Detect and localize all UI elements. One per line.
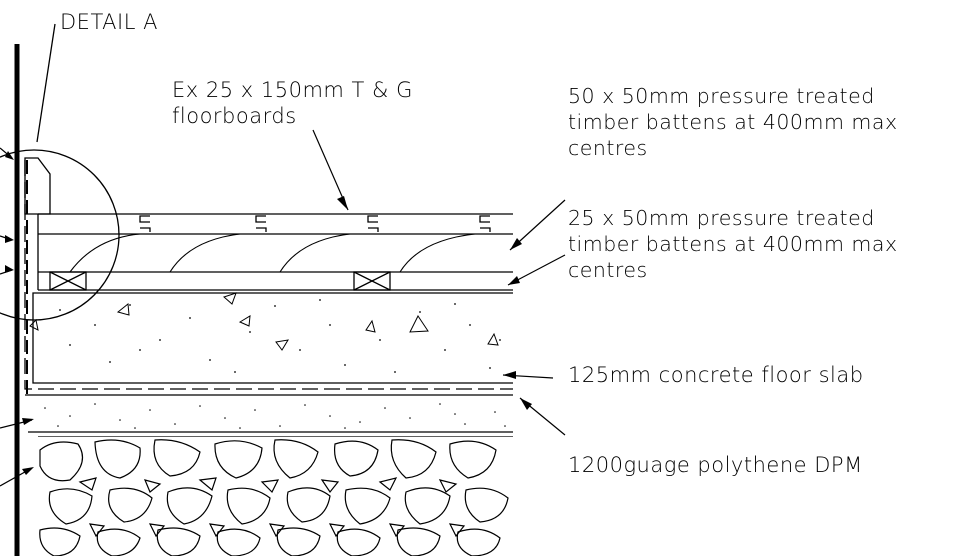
- detail-a-label: DETAIL A: [60, 10, 158, 34]
- dpm-layer: [24, 160, 513, 396]
- cross-section-battens: [49, 271, 391, 291]
- dpm-label: 1200guage polythene DPM: [568, 453, 863, 477]
- concrete-stipple: [59, 299, 501, 373]
- tongue-groove-joints: [139, 215, 491, 232]
- sand-blinding: [28, 403, 513, 433]
- detail-a-circle: [0, 149, 120, 321]
- floorboards-layer: [37, 213, 513, 290]
- slab-label: 125mm concrete floor slab: [568, 363, 864, 387]
- left-arrowheads: [5, 151, 34, 475]
- leader-arrowheads: [337, 196, 532, 410]
- detail-a-leader: [36, 23, 56, 143]
- batten-layer: [38, 271, 513, 291]
- batten-arcs: [69, 233, 476, 273]
- battens-50-label: 50 x 50mm pressure treated timber batten…: [568, 84, 898, 160]
- concrete-slab: [32, 292, 513, 384]
- battens-25-label: 25 x 50mm pressure treated timber batten…: [568, 206, 898, 282]
- aggregate-triangles: [29, 292, 499, 351]
- skirting-board: [24, 157, 51, 215]
- floorboards-label: Ex 25 x 150mm T & G floorboards: [172, 78, 413, 128]
- hardcore-fill: [38, 436, 513, 556]
